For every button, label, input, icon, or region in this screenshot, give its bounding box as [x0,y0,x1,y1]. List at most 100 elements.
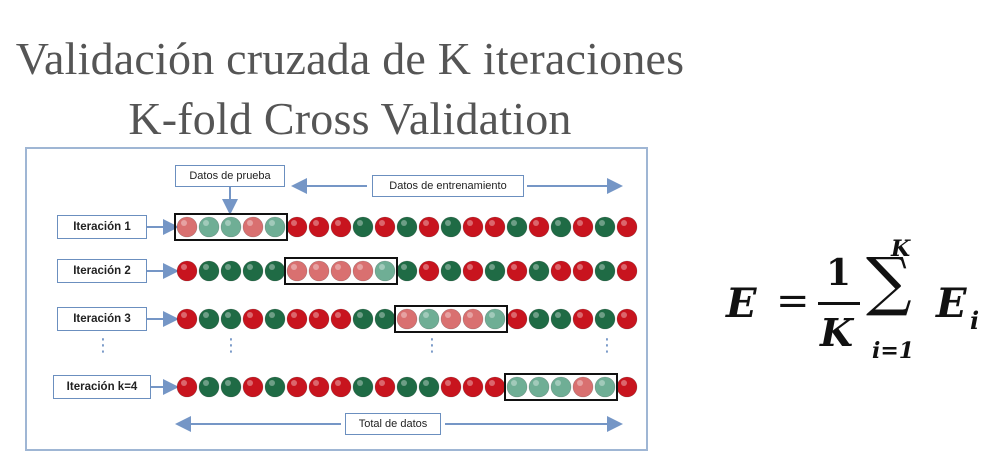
data-ball [506,308,528,330]
data-ball [528,216,550,238]
ball-highlight [291,312,297,318]
data-ball [594,260,616,282]
title-line-1: Validación cruzada de K iteraciones [15,33,685,84]
test-fold-box [174,213,288,241]
ball-highlight [181,220,187,226]
data-ball [462,216,484,238]
ball-highlight [269,264,275,270]
ball-highlight [269,312,275,318]
ball-highlight [621,312,627,318]
iteration-3-label: Iteración 3 [57,307,147,331]
data-ball [220,216,242,238]
ball-highlight [291,264,297,270]
ball-highlight [291,220,297,226]
formula-subscript: i [970,306,980,335]
data-ball [176,376,198,398]
data-ball [462,260,484,282]
ball-highlight [511,380,517,386]
ball-highlight [445,220,451,226]
data-ball [594,308,616,330]
data-ball [352,260,374,282]
ball-highlight [247,312,253,318]
data-ball [374,376,396,398]
data-ball [440,308,462,330]
ball-highlight [401,220,407,226]
data-ball [198,216,220,238]
formula-fraction-bar [818,302,860,305]
data-ball [550,216,572,238]
ball-highlight [357,380,363,386]
data-ball [286,308,308,330]
data-ball [286,216,308,238]
data-ball [352,216,374,238]
data-ball [572,260,594,282]
data-ball [616,216,638,238]
diagram-canvas: ⋮⋮⋮⋮ [94,178,638,432]
ball-highlight [621,220,627,226]
ball-highlight [577,312,583,318]
data-ball [330,260,352,282]
ball-highlight [423,264,429,270]
data-ball [198,260,220,282]
data-ball [528,308,550,330]
data-ball [308,376,330,398]
data-ball [286,376,308,398]
formula-E: E [726,280,757,327]
data-ball [462,376,484,398]
test-fold-box [394,305,508,333]
ball-highlight [313,380,319,386]
data-ball [616,260,638,282]
ball-highlight [489,312,495,318]
ball-highlight [203,380,209,386]
data-ball [308,260,330,282]
ball-highlight [445,380,451,386]
kfold-diagram: ⋮⋮⋮⋮ Datos de prueba Datos de entrenamie… [25,147,648,451]
data-ball [572,376,594,398]
data-ball [616,308,638,330]
data-ball [308,308,330,330]
ball-highlight [621,264,627,270]
data-ball [528,260,550,282]
data-ball [176,308,198,330]
data-ball [572,216,594,238]
ball-highlight [599,264,605,270]
ball-highlight [225,220,231,226]
data-ball [462,308,484,330]
ball-highlight [555,380,561,386]
iteration-1-label: Iteración 1 [57,215,147,239]
ball-highlight [225,312,231,318]
ball-highlight [203,312,209,318]
ellipsis: ⋮ [423,335,441,356]
data-ball [572,308,594,330]
data-ball [440,260,462,282]
data-ball [176,260,198,282]
ball-highlight [445,312,451,318]
ball-highlight [555,264,561,270]
total-data-label: Total de datos [345,413,441,435]
ball-highlight [599,220,605,226]
ball-highlight [489,380,495,386]
ball-highlight [511,264,517,270]
ball-highlight [335,264,341,270]
data-ball [484,308,506,330]
data-ball [374,308,396,330]
ball-highlight [555,220,561,226]
ball-highlight [313,264,319,270]
ball-highlight [577,380,583,386]
ball-highlight [467,264,473,270]
data-ball [506,216,528,238]
data-ball [374,260,396,282]
ball-highlight [401,312,407,318]
data-ball [264,376,286,398]
ball-highlight [225,264,231,270]
data-ball [330,308,352,330]
ball-highlight [357,264,363,270]
ball-highlight [401,380,407,386]
ball-highlight [247,380,253,386]
ball-highlight [621,380,627,386]
ball-highlight [291,380,297,386]
ball-highlight [489,264,495,270]
data-ball [418,260,440,282]
data-ball [352,376,374,398]
data-ball [594,376,616,398]
